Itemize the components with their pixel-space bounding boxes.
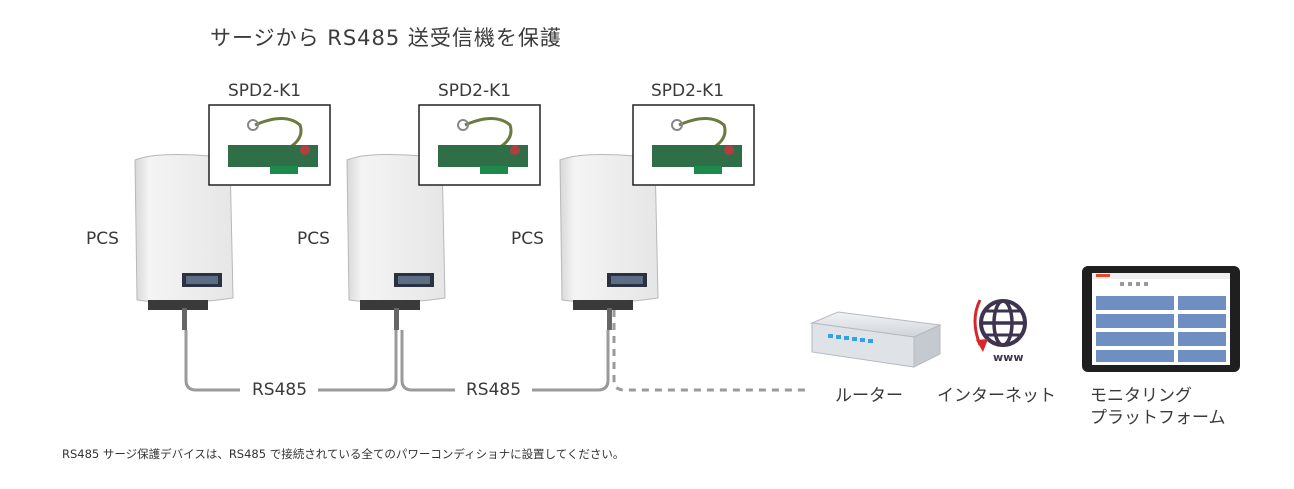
spd-label-1: SPD2-K1 [228, 81, 302, 101]
spd-board-1 [208, 104, 331, 186]
internet-globe-icon [973, 299, 1027, 352]
monitoring-tablet-icon [1082, 266, 1240, 372]
pcs-label-1: PCS [86, 229, 119, 249]
inverter-3 [559, 153, 659, 330]
spd-board-2 [418, 104, 541, 186]
spd-label-3: SPD2-K1 [651, 81, 725, 101]
inverter-1 [134, 153, 234, 330]
monitoring-label-line1: モニタリング [1090, 386, 1192, 406]
footnote: RS485 サージ保護デバイスは、RS485 で接続されている全てのパワーコンデ… [62, 447, 625, 461]
router-label: ルーター [835, 386, 903, 406]
spd-board-3 [632, 104, 755, 186]
rs485-label-1: RS485 [252, 380, 308, 400]
inverter-2 [346, 153, 446, 330]
monitoring-label-line2: プラットフォーム [1090, 408, 1226, 428]
internet-label: インターネット [937, 386, 1056, 406]
spd-label-2: SPD2-K1 [438, 81, 512, 101]
pcs-label-2: PCS [297, 229, 330, 249]
rs485-label-2: RS485 [466, 380, 522, 400]
router-icon [810, 311, 942, 368]
rs485-cables [184, 310, 808, 392]
www-text: www [993, 351, 1024, 364]
diagram-title: サージから RS485 送受信機を保護 [210, 26, 562, 50]
pcs-label-3: PCS [511, 229, 544, 249]
